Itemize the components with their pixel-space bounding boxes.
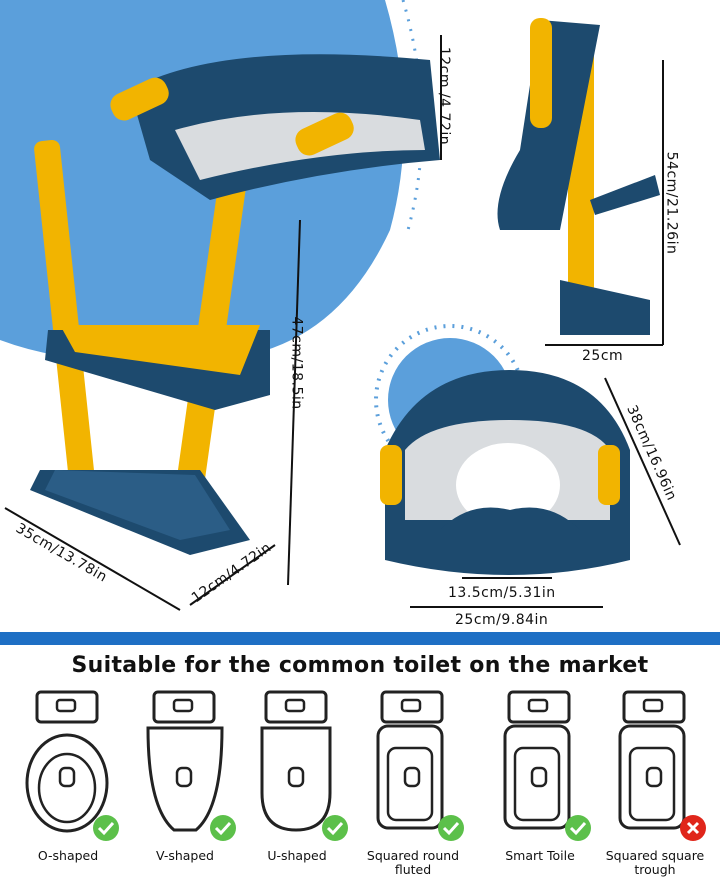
- toilet-type-3: Squared round fluted: [354, 688, 472, 877]
- section-title: Suitable for the common toilet on the ma…: [71, 653, 649, 678]
- dim-side-depth: 25cm: [582, 348, 624, 364]
- toilet-icon: [146, 690, 236, 841]
- toilet-label: Squared round fluted: [366, 848, 460, 877]
- divider-band: [0, 632, 720, 645]
- toilet-icon: [376, 690, 464, 841]
- dim-ladder-height: 47cm/18.5in: [288, 316, 305, 410]
- toilet-label: V-shaped: [156, 848, 214, 863]
- cross-icon: [680, 815, 706, 841]
- toilet-icon: [25, 690, 119, 841]
- toilet-type-5: Squared square trough: [596, 688, 714, 877]
- toilet-label: Smart Toile: [505, 848, 575, 863]
- dimension-lines: [4, 35, 681, 611]
- check-icon: [438, 815, 464, 841]
- check-icon: [322, 815, 348, 841]
- toilet-type-1: V-shaped: [126, 688, 244, 863]
- toilet-icon: [260, 690, 348, 841]
- dim-seat-width: 25cm/9.84in: [455, 612, 549, 628]
- product-illustration: [0, 0, 681, 611]
- ladder-side-view: [497, 18, 660, 335]
- toilet-label: Squared square trough: [605, 848, 705, 877]
- toilet-label: O-shaped: [37, 848, 99, 863]
- dim-side-height: 54cm/21.26in: [663, 151, 680, 255]
- check-icon: [565, 815, 591, 841]
- toilet-type-0: O-shaped: [9, 688, 127, 863]
- dim-hole-width: 13.5cm/5.31in: [448, 585, 556, 601]
- check-icon: [210, 815, 236, 841]
- toilet-icon: [503, 690, 591, 841]
- toilet-label: U-shaped: [267, 848, 327, 863]
- check-icon: [93, 815, 119, 841]
- toilet-icon: [618, 690, 706, 841]
- dim-seat-height: 12cm /4.72in: [436, 46, 453, 146]
- ladder-front-view: [30, 54, 440, 555]
- toilet-type-2: U-shaped: [238, 688, 356, 863]
- seat-top-view: [380, 370, 630, 575]
- toilet-type-4: Smart Toile: [481, 688, 599, 863]
